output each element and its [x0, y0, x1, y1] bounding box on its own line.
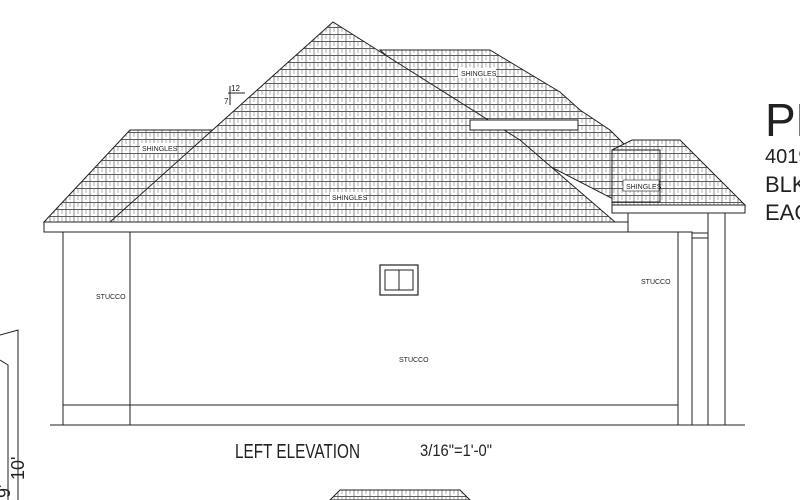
title-block-line2: 4019: [765, 146, 800, 168]
eave-fascia-right: [611, 204, 746, 214]
shingle-box-right: [611, 149, 661, 203]
drawing-title: LEFT ELEVATION: [235, 441, 360, 463]
roof-label: SHINGLES: [332, 195, 368, 202]
column: [707, 212, 726, 426]
title-block-line1: PL: [765, 94, 800, 146]
roof-partial-bottom: [329, 489, 471, 500]
wall: [62, 231, 679, 426]
column: [677, 231, 693, 426]
pitch-rise: 7: [224, 97, 229, 106]
eave-right-lower: [627, 212, 713, 234]
dimension-lines: [0, 329, 19, 500]
pitch-run: 12: [231, 84, 240, 93]
wall-label: STUCCO: [641, 279, 671, 286]
pitch-symbol: [228, 86, 245, 105]
roof-label: SHINGLES: [626, 184, 662, 191]
title-block-line4: EAGL: [765, 200, 800, 225]
roof-label: SHINGLES: [142, 146, 178, 153]
dimension-10: 10': [8, 457, 28, 480]
eave-fascia: [43, 221, 629, 233]
wall-label: STUCCO: [399, 357, 429, 364]
title-block: PL 4019 BLK EAGL: [765, 94, 800, 225]
title-block-line3: BLK: [765, 172, 800, 197]
roof-label: SHINGLES: [461, 71, 497, 78]
vent: [469, 119, 579, 131]
window: [379, 264, 419, 296]
wall-label: STUCCO: [96, 294, 126, 301]
drawing-scale: 3/16"=1'-0": [420, 441, 492, 460]
dimension-9: 9': [0, 485, 14, 498]
